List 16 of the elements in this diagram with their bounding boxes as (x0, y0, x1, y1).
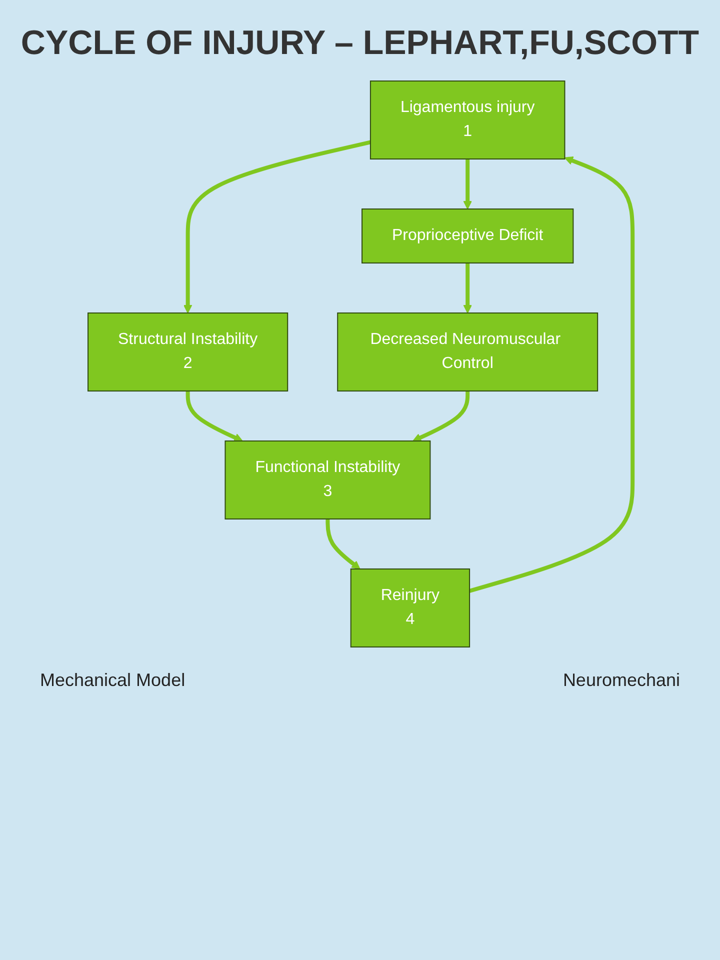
node-box: Proprioceptive Deficit (361, 208, 574, 264)
node-box: Decreased Neuromuscular Control (336, 312, 598, 392)
model-label: Mechanical Model (40, 670, 186, 691)
slide-title: CYCLE OF INJURY – LEPHART,FU,SCOTT (20, 24, 700, 63)
node-box: Ligamentous injury 1 (370, 80, 565, 160)
arrow (183, 140, 371, 314)
arrow (325, 518, 360, 570)
node-box: Reinjury 4 (350, 568, 470, 648)
arrow (462, 263, 472, 314)
arrow (412, 390, 470, 442)
arrow (462, 159, 472, 210)
arrow (468, 156, 634, 593)
node-box: Functional Instability 3 (224, 440, 430, 520)
node-box: Structural Instability 2 (87, 312, 288, 392)
model-label: Neuromechani (562, 670, 680, 691)
arrow (186, 390, 243, 442)
